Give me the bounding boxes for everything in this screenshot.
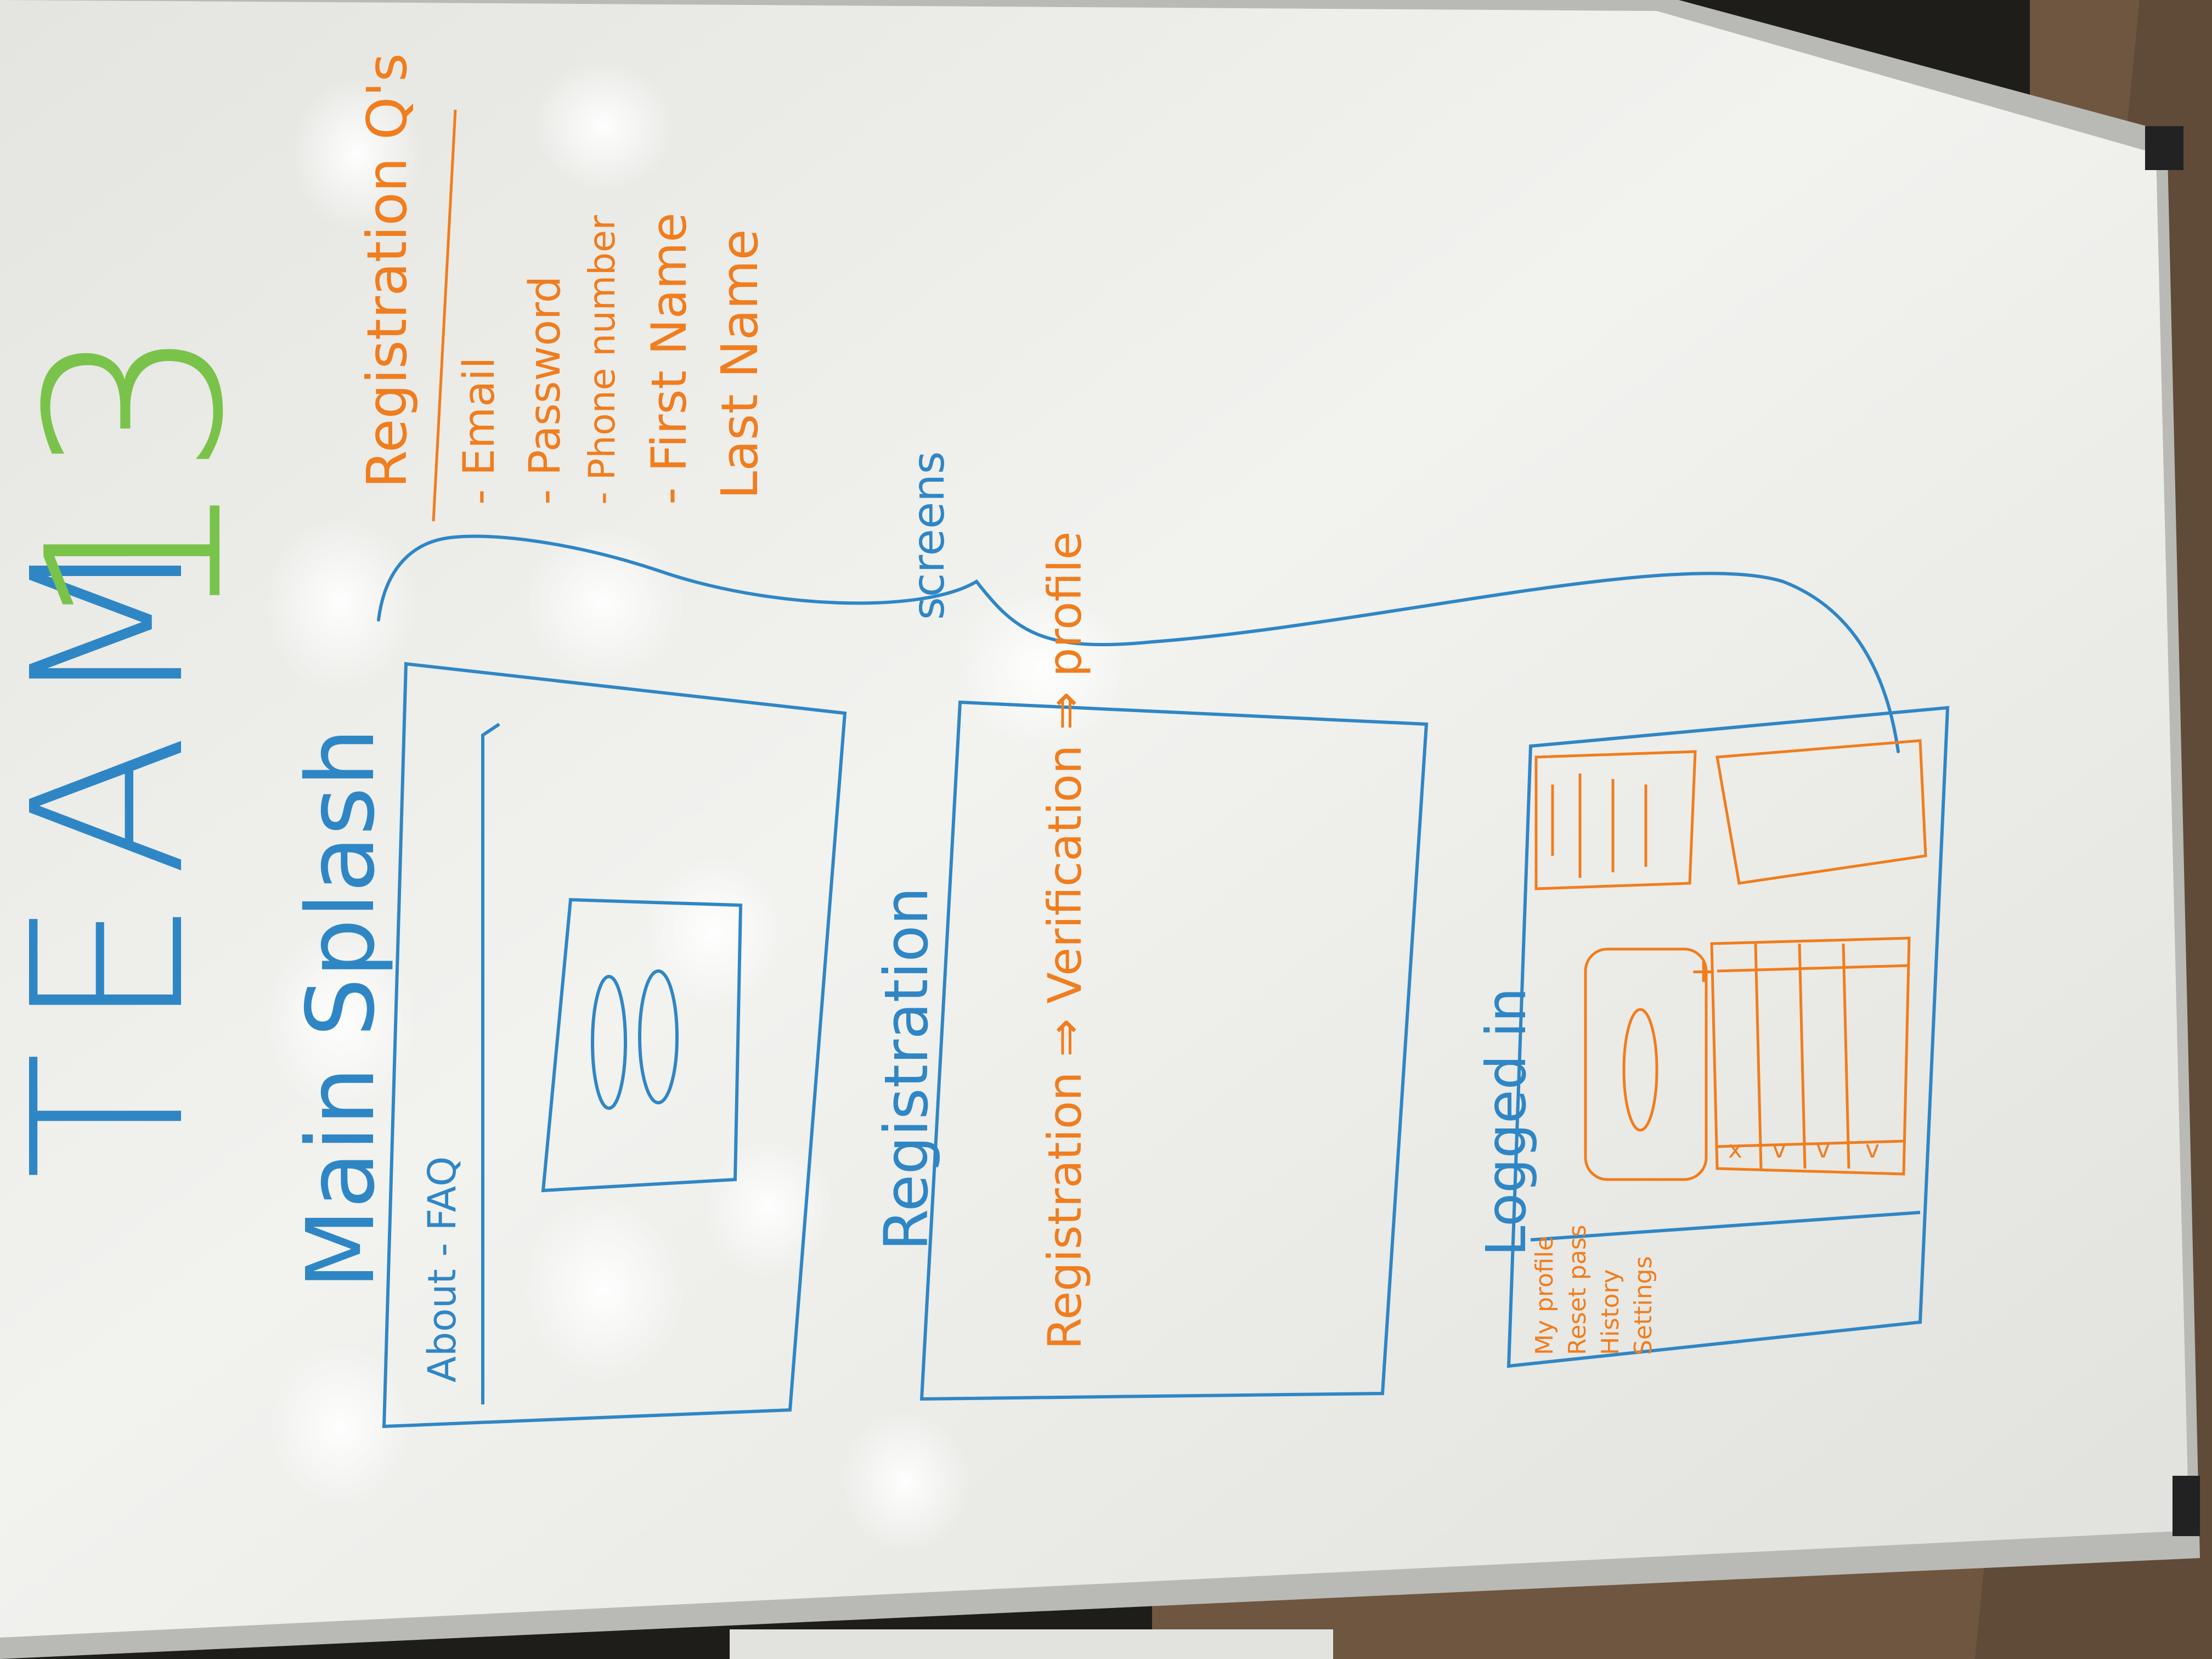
menu-my-profile: My profile <box>1531 1236 1559 1355</box>
table-marks: x v v v + <box>1690 952 1880 1164</box>
plus-sign: + <box>1690 952 1717 990</box>
main-splash-label: Main Splash <box>287 728 396 1289</box>
table-mark: v <box>1865 1136 1880 1164</box>
question-last-name: Last Name <box>710 229 769 499</box>
table-mark: x <box>1728 1136 1742 1164</box>
main-splash-wireframe <box>382 662 847 1429</box>
logged-in-widgets <box>1534 739 1927 1181</box>
registration-questions-heading: Registration Q's <box>355 53 419 488</box>
menu-settings: Settings <box>1629 1256 1657 1355</box>
frame-bottom-bar <box>730 1629 1333 1659</box>
questions-underline <box>432 109 457 522</box>
logged-in-label: Logged in <box>1474 988 1538 1256</box>
screens-brace <box>377 534 1900 753</box>
title-team: TEAM <box>0 510 230 1180</box>
handwriting: TEAM 13 Main Splash Registration Logged … <box>0 53 1538 1289</box>
registration-label: Registration <box>871 887 941 1251</box>
screens-label: screens <box>903 451 954 620</box>
question-first-name: - First Name <box>641 212 697 505</box>
question-password: - Password <box>521 276 570 505</box>
light-glare <box>263 60 1130 1553</box>
registration-wireframe <box>919 700 1429 1401</box>
frame-corner <box>2145 126 2183 170</box>
registration-flow: Registration ⇒ Verification ⇒ profile <box>1038 532 1092 1350</box>
question-phone: - Phone number <box>581 215 623 505</box>
frame-corner <box>2172 1476 2200 1536</box>
menu-reset-pass: Reset pass <box>1564 1224 1592 1355</box>
table-mark: v <box>1772 1136 1786 1164</box>
logged-in-wireframe <box>1506 706 1950 1368</box>
menu-history: History <box>1596 1269 1624 1355</box>
title-number: 13 <box>0 324 276 631</box>
table-mark: v <box>1816 1136 1830 1164</box>
main-splash-nav: About - FAQ <box>420 1156 465 1383</box>
logged-in-menu: My profile Reset pass History Settings <box>1531 1224 1657 1355</box>
question-email: - Email <box>455 357 504 505</box>
